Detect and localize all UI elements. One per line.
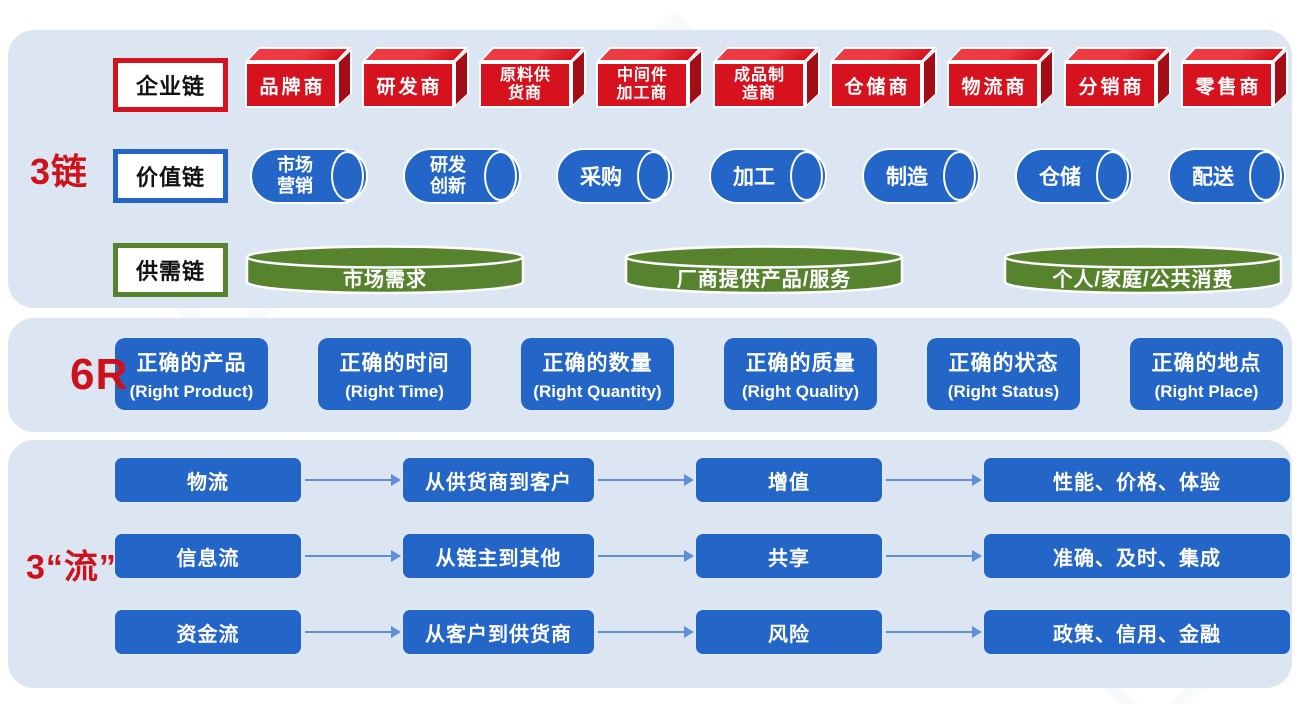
value-chain-row: 价值链 市场 营销 研发 创新 采购 加工 制造 仓储 配送 [113, 148, 1292, 204]
flow-name: 资金流 [113, 608, 303, 656]
flow-focus: 共享 [694, 532, 884, 580]
supply-demand-item-consumption: 个人/家庭/公共消费 [1003, 244, 1283, 296]
flow-direction: 从链主到其他 [401, 532, 596, 580]
chains-panel: 3链 企业链 品牌商 研发商 原料供 货商 中间件 加工商 成品制 造商 仓储商… [8, 30, 1292, 308]
disk-shape [245, 245, 525, 295]
six-r-panel: 6R 正确的产品 (Right Product) 正确的时间 (Right Ti… [8, 318, 1292, 432]
six-r-item-quality: 正确的质量 (Right Quality) [722, 336, 879, 412]
flow-focus: 增值 [694, 456, 884, 504]
arrow-right-icon [305, 474, 401, 486]
enterprise-item-rd: 研发商 [362, 62, 454, 108]
enterprise-item-warehousing: 仓储商 [830, 62, 922, 108]
arrow-right-icon [598, 626, 694, 638]
six-r-item-status: 正确的状态 (Right Status) [925, 336, 1082, 412]
disk-shape [1003, 245, 1283, 295]
flow-direction: 从客户到供货商 [401, 608, 596, 656]
flow-name: 物流 [113, 456, 303, 504]
flow-direction: 从供货商到客户 [401, 456, 596, 504]
arrow-right-icon [886, 550, 982, 562]
enterprise-chain-row: 企业链 品牌商 研发商 原料供 货商 中间件 加工商 成品制 造商 仓储商 物流… [113, 58, 1292, 112]
arrow-right-icon [886, 474, 982, 486]
six-r-item-time: 正确的时间 (Right Time) [316, 336, 473, 412]
flow-row-logistics: 物流 从供货商到客户 增值 性能、价格、体验 [113, 456, 1292, 504]
chains-section-label: 3链 [30, 151, 89, 192]
six-r-item-place: 正确的地点 (Right Place) [1128, 336, 1285, 412]
flow-attributes: 准确、及时、集成 [982, 532, 1292, 580]
value-item-manufacturing: 制造 [862, 148, 980, 204]
flow-name: 信息流 [113, 532, 303, 580]
arrow-right-icon [305, 626, 401, 638]
enterprise-chain-tag: 企业链 [113, 58, 228, 112]
flow-attributes: 政策、信用、金融 [982, 608, 1292, 656]
flow-attributes: 性能、价格、体验 [982, 456, 1292, 504]
value-chain-tag: 价值链 [113, 149, 228, 203]
enterprise-item-brand: 品牌商 [245, 62, 337, 108]
six-r-row: 正确的产品 (Right Product) 正确的时间 (Right Time)… [113, 318, 1292, 412]
value-item-procurement: 采购 [556, 148, 674, 204]
enterprise-item-distribution: 分销商 [1064, 62, 1156, 108]
value-item-innovation: 研发 创新 [403, 148, 521, 204]
arrow-right-icon [598, 474, 694, 486]
enterprise-item-raw-material: 原料供 货商 [479, 62, 571, 108]
value-item-warehousing: 仓储 [1015, 148, 1133, 204]
value-item-processing: 加工 [709, 148, 827, 204]
six-r-item-product: 正确的产品 (Right Product) [113, 336, 270, 412]
flows-panel: 3“流” 物流 从供货商到客户 增值 性能、价格、体验 信息流 从链主到其他 共… [8, 440, 1292, 688]
supply-demand-item-market-demand: 市场需求 [245, 244, 525, 296]
arrow-right-icon [886, 626, 982, 638]
flow-row-capital: 资金流 从客户到供货商 风险 政策、信用、金融 [113, 608, 1292, 656]
six-r-item-quantity: 正确的数量 (Right Quantity) [519, 336, 676, 412]
six-r-section-label: 6R [70, 350, 129, 399]
enterprise-item-finished-goods: 成品制 造商 [713, 62, 805, 108]
arrow-right-icon [305, 550, 401, 562]
arrow-right-icon [598, 550, 694, 562]
enterprise-item-logistics: 物流商 [947, 62, 1039, 108]
supply-demand-item-provider: 厂商提供产品/服务 [624, 244, 904, 296]
disk-shape [624, 245, 904, 295]
enterprise-item-intermediate: 中间件 加工商 [596, 62, 688, 108]
flow-row-information: 信息流 从链主到其他 共享 准确、及时、集成 [113, 532, 1292, 580]
value-item-marketing: 市场 营销 [250, 148, 368, 204]
flows-section-label: 3“流” [26, 548, 117, 587]
supply-demand-chain-row: 供需链 市场需求 厂商提供产品/服务 [113, 243, 1292, 297]
enterprise-item-retail: 零售商 [1181, 62, 1273, 108]
flow-focus: 风险 [694, 608, 884, 656]
supply-demand-chain-tag: 供需链 [113, 243, 228, 297]
value-item-delivery: 配送 [1168, 148, 1286, 204]
